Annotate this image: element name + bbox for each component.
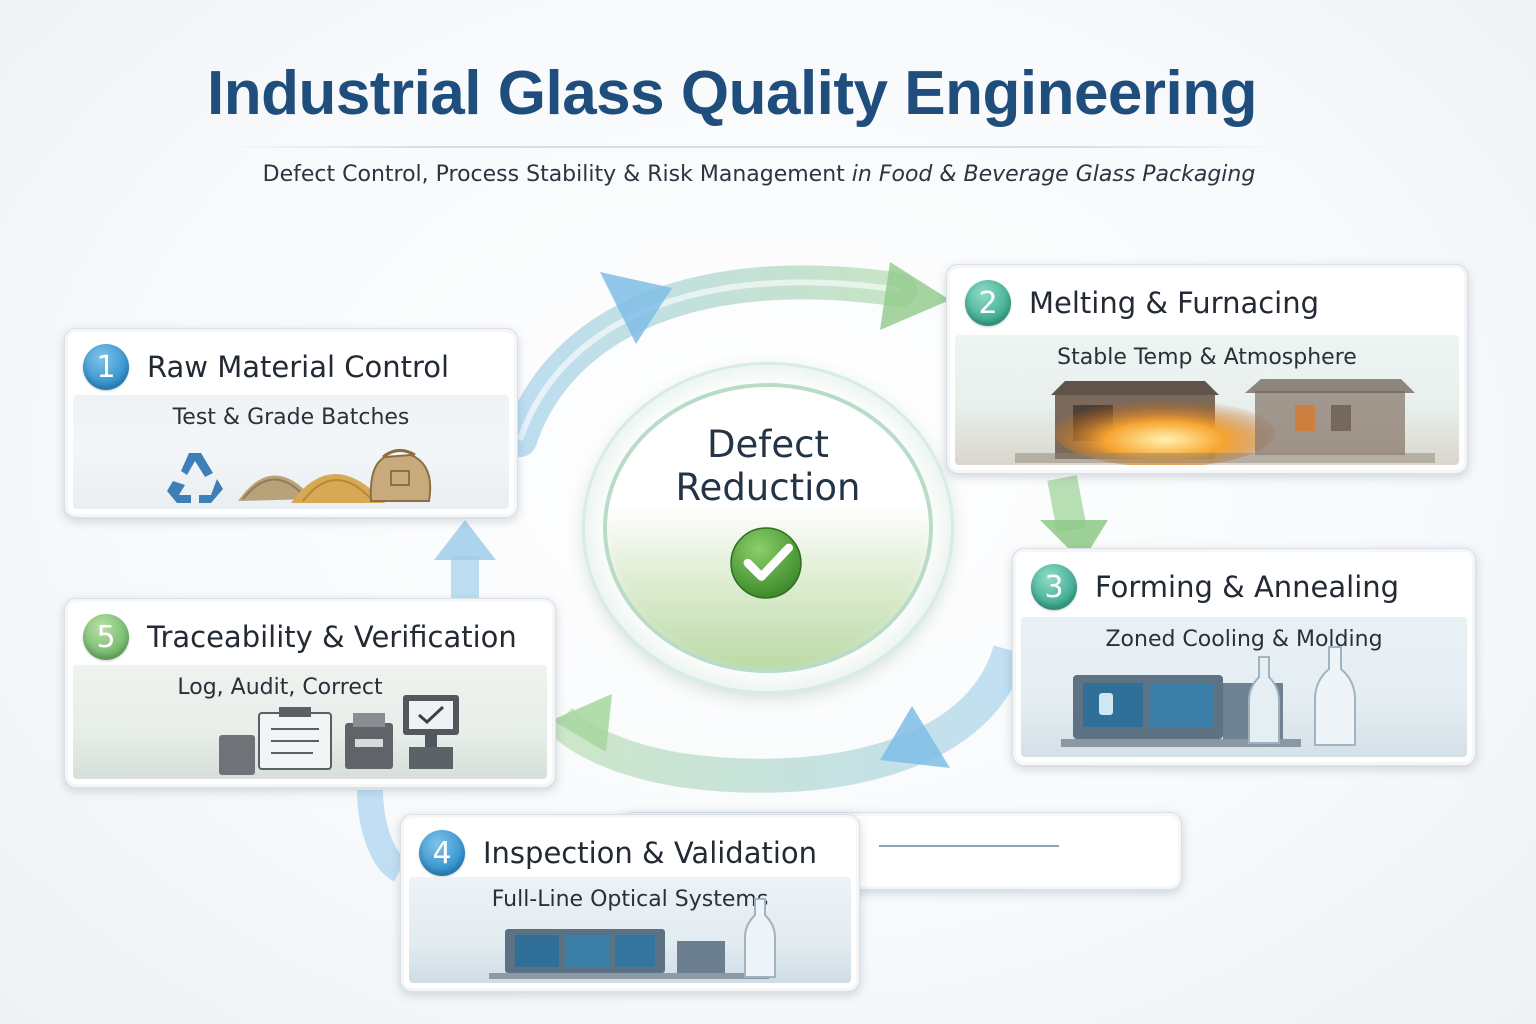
step-card-3: 3 Forming & Annealing Zoned Cooling & Mo…	[1012, 548, 1476, 766]
bottle-icon	[744, 898, 776, 978]
recycle-icon	[167, 453, 223, 503]
step-subtitle: Log, Audit, Correct	[177, 675, 383, 700]
title-divider	[220, 146, 1280, 148]
defect-reduction-hub: Defect Reduction	[585, 365, 951, 691]
printer-icon	[345, 713, 393, 769]
bottle-icon	[1248, 646, 1356, 746]
step-title: Traceability & Verification	[147, 620, 517, 654]
step-card-5: 5 Traceability & Verification Log, Audit…	[64, 598, 556, 788]
step-title: Inspection & Validation	[483, 836, 818, 870]
arrow-head-bottom-left	[552, 694, 612, 752]
hub-label: Defect Reduction	[585, 423, 951, 509]
step-2-body: Stable Temp & Atmosphere	[955, 335, 1459, 465]
page-subtitle: Defect Control, Process Stability & Risk…	[0, 162, 1518, 187]
forming-illustration	[1061, 646, 1356, 747]
step-1-body: Test & Grade Batches	[73, 395, 509, 509]
step-5-header: 5 Traceability & Verification	[83, 613, 541, 661]
step-number-badge: 3	[1031, 564, 1077, 610]
hub-label-line1: Defect	[707, 423, 829, 466]
inspection-illustration	[489, 898, 776, 979]
arrow-head-5-to-1	[434, 520, 496, 560]
step-3-header: 3 Forming & Annealing	[1031, 563, 1461, 611]
step-2-header: 2 Melting & Furnacing	[965, 279, 1453, 327]
step-subtitle: Test & Grade Batches	[172, 405, 410, 430]
raw-materials-illustration	[167, 449, 432, 503]
arrow-head-bottom-right	[880, 706, 950, 768]
furnace-icon	[1015, 379, 1435, 465]
step-card-4: 4 Inspection & Validation Full-Line Opti…	[400, 814, 860, 992]
subtitle-tail: in Food & Beverage Glass Packaging	[851, 162, 1256, 187]
step-subtitle: Stable Temp & Atmosphere	[1057, 345, 1357, 370]
step-card-1: 1 Raw Material Control Test & Grade Batc…	[64, 328, 518, 518]
arrow-head-top-left	[600, 272, 672, 344]
step-5-body: Log, Audit, Correct	[73, 665, 547, 779]
subtitle-main: Defect Control, Process Stability & Risk…	[262, 162, 845, 187]
sack-icon	[369, 449, 432, 502]
step-3-body: Zoned Cooling & Molding	[1021, 617, 1467, 757]
step-title: Raw Material Control	[147, 350, 450, 384]
clipboard-icon	[219, 707, 332, 775]
sand-pile-icon	[238, 474, 385, 503]
hub-label-line2: Reduction	[675, 466, 861, 509]
step-number-badge: 5	[83, 614, 129, 660]
furnace-illustration	[1015, 379, 1435, 465]
arrow-4-to-5	[357, 789, 408, 882]
step-card-2: 2 Melting & Furnacing Stable Temp & Atmo…	[946, 264, 1468, 474]
step-number-badge: 4	[419, 830, 465, 876]
traceability-illustration	[219, 695, 459, 775]
monitor-check-icon	[403, 695, 459, 769]
page-title: Industrial Glass Quality Engineering	[206, 59, 1258, 128]
arrow-head-2-to-3	[1040, 520, 1108, 562]
step-number-badge: 2	[965, 280, 1011, 326]
checkmark-icon	[730, 527, 802, 599]
arrow-head-top-right	[880, 262, 950, 330]
step-title: Forming & Annealing	[1095, 570, 1400, 604]
step-number-badge: 1	[83, 344, 129, 390]
step-title: Melting & Furnacing	[1029, 286, 1320, 320]
step-4-body: Full-Line Optical Systems	[409, 877, 851, 983]
step-subtitle: Full-Line Optical Systems	[491, 887, 769, 912]
inspection-machine-icon	[489, 929, 769, 979]
extension-line	[879, 845, 1059, 847]
step-1-header: 1 Raw Material Control	[83, 343, 503, 391]
step-4-header: 4 Inspection & Validation	[419, 829, 845, 877]
